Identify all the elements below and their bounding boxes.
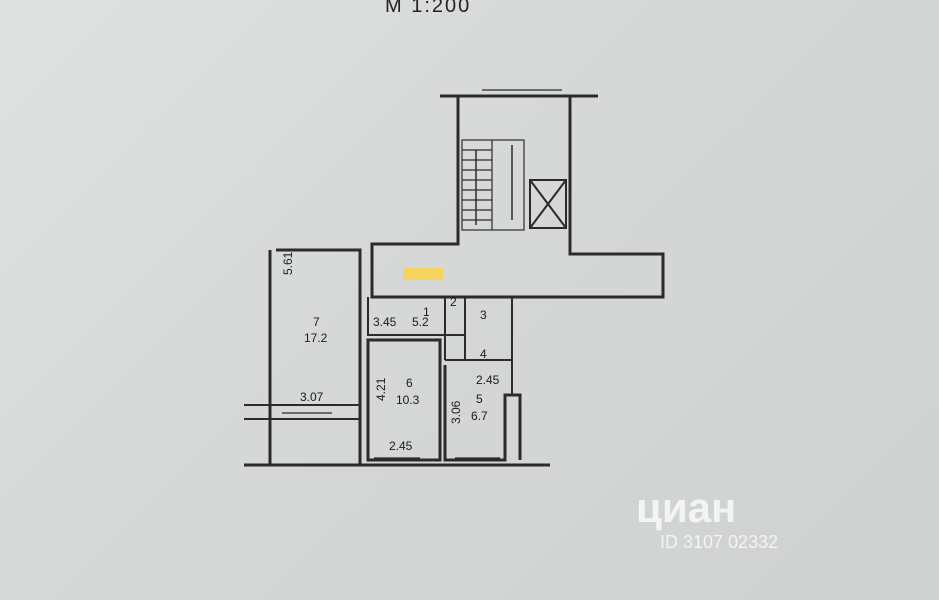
- room1-area: 5.2: [412, 315, 429, 329]
- dim-room7-length: 5.61: [281, 251, 295, 275]
- room3-number: 3: [480, 308, 487, 322]
- watermark-brand: циан: [636, 484, 736, 531]
- window-stair: [482, 89, 562, 97]
- room5-number: 5: [476, 392, 483, 406]
- window-room6: [374, 457, 420, 466]
- dim-room5-width: 2.45: [476, 373, 500, 387]
- window-room5: [455, 457, 500, 466]
- room6-number: 6: [406, 376, 413, 390]
- dim-room5-length: 3.06: [449, 400, 463, 424]
- room4-number: 4: [480, 347, 487, 361]
- room6-outline: [366, 338, 442, 462]
- stairwell-outline: [370, 96, 665, 299]
- stairs: [461, 139, 525, 231]
- room5-area: 6.7: [471, 409, 488, 423]
- room6-area: 10.3: [396, 393, 420, 407]
- dim-corridor-length: 3.45: [373, 315, 397, 329]
- room7-top-wall: [276, 248, 362, 297]
- window-room7: [282, 404, 332, 414]
- dim-room6-length: 4.21: [374, 377, 388, 401]
- room5-outline: [443, 365, 522, 462]
- room2-number: 2: [450, 295, 457, 309]
- dim-balcony-width: 3.07: [300, 390, 324, 404]
- room7-area: 17.2: [304, 331, 328, 345]
- scale-label: М 1:200: [385, 0, 471, 17]
- room7-number: 7: [313, 315, 320, 329]
- highlight-mark: [403, 268, 443, 280]
- watermark-id: ID 3107 02332: [660, 532, 778, 552]
- dim-room6-width: 2.45: [389, 439, 413, 453]
- elevator: [529, 179, 567, 229]
- balcony-line: [244, 404, 360, 420]
- room1-number: 1: [423, 305, 430, 319]
- windows: [282, 89, 562, 466]
- wet-rooms-walls: [444, 297, 513, 395]
